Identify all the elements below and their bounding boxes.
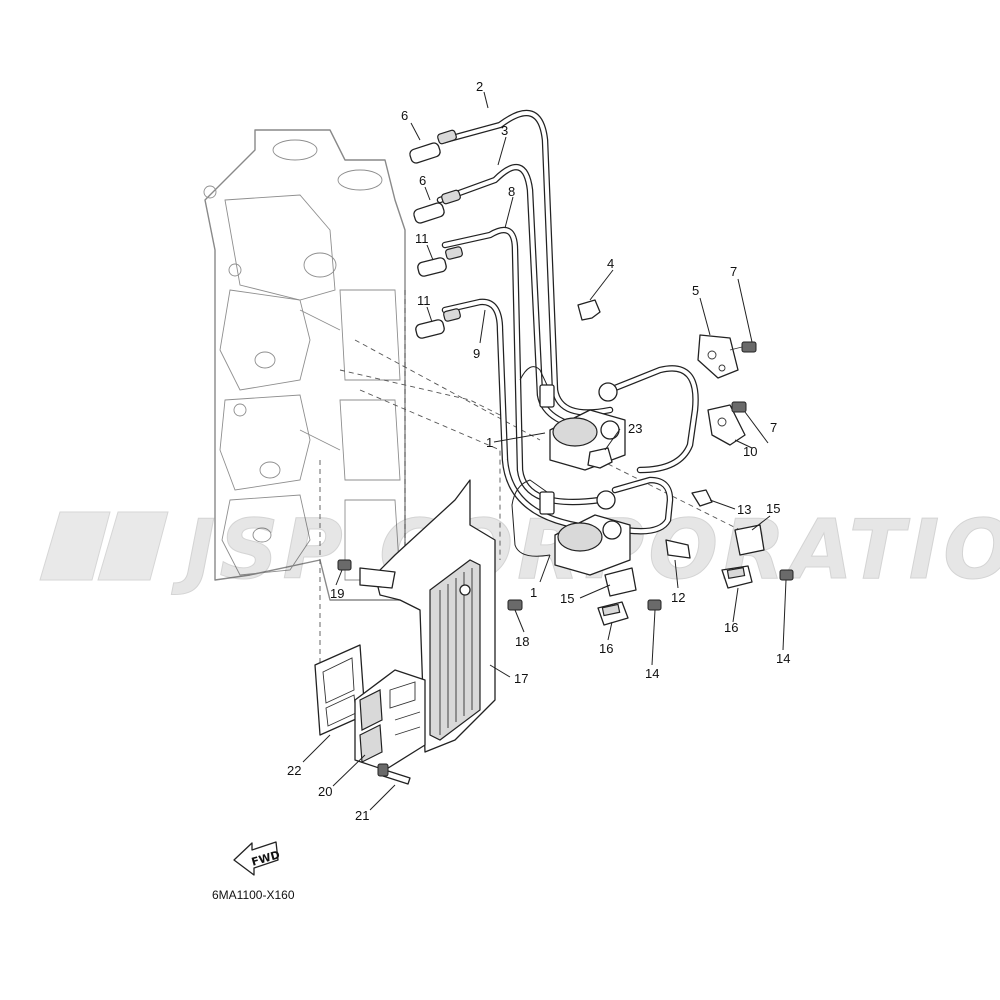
bolt-14-right xyxy=(779,569,794,581)
callout-4: 4 xyxy=(607,256,614,271)
bracket-15-left xyxy=(604,567,637,597)
bolt-19 xyxy=(337,559,396,589)
callout-8: 8 xyxy=(508,184,515,199)
clip-12 xyxy=(665,539,691,559)
engine-block-outline xyxy=(203,129,406,601)
bolt-18 xyxy=(507,599,523,611)
assembly-guide-lines xyxy=(319,290,761,700)
plug-cap-2 xyxy=(413,189,461,224)
callout-12: 12 xyxy=(671,590,685,605)
callout-14: 14 xyxy=(776,651,790,666)
bracket-15-right xyxy=(734,524,765,556)
callout-7: 7 xyxy=(730,264,737,279)
callout-13: 13 xyxy=(737,502,751,517)
bolt-14-left xyxy=(647,599,662,611)
callout-14: 14 xyxy=(645,666,659,681)
callout-16: 16 xyxy=(599,641,613,656)
callout-20: 20 xyxy=(318,784,332,799)
diagram-code: 6MA1100-X160 xyxy=(212,888,295,902)
spark-plug-caps xyxy=(409,129,463,339)
ecm-unit-20 xyxy=(354,669,426,771)
callout-15: 15 xyxy=(766,501,780,516)
callout-6: 6 xyxy=(401,108,408,123)
callout-17: 17 xyxy=(514,671,528,686)
plug-cap-4 xyxy=(415,308,461,339)
callout-23: 23 xyxy=(628,421,642,436)
electrical-cover-17 xyxy=(374,479,496,753)
plug-cap-3 xyxy=(417,246,463,277)
callout-21: 21 xyxy=(355,808,369,823)
clip-23 xyxy=(587,447,613,469)
bolt-21 xyxy=(377,763,411,785)
plug-cap-1 xyxy=(409,129,457,164)
callout-11: 11 xyxy=(415,231,429,246)
callout-7: 7 xyxy=(770,420,777,435)
high-tension-cords xyxy=(436,109,699,535)
bolt-7b xyxy=(731,401,747,413)
holder-16-left xyxy=(597,601,629,626)
watermark: JSP CORPORATION xyxy=(39,503,1000,599)
leader-lines xyxy=(302,91,787,811)
callout-9: 9 xyxy=(473,346,480,361)
cord-holder-5 xyxy=(697,334,739,379)
callout-1: 1 xyxy=(486,435,493,450)
callout-16: 16 xyxy=(724,620,738,635)
callout-2: 2 xyxy=(476,79,483,94)
callouts: 2 6 3 6 8 11 4 7 5 11 9 1 7 10 23 13 15 … xyxy=(287,79,790,823)
callout-15: 15 xyxy=(560,591,574,606)
forward-arrow-icon: FWD xyxy=(233,841,281,876)
bolt-7a xyxy=(729,341,757,353)
callout-3: 3 xyxy=(501,123,508,138)
callout-6: 6 xyxy=(419,173,426,188)
holder-16-right xyxy=(721,565,753,589)
callout-18: 18 xyxy=(515,634,529,649)
callout-11: 11 xyxy=(417,293,431,308)
cord-holder-10 xyxy=(707,404,746,446)
cord-clip-4 xyxy=(577,299,601,321)
callout-5: 5 xyxy=(692,283,699,298)
callout-10: 10 xyxy=(743,444,757,459)
clip-13 xyxy=(691,489,713,507)
callout-19: 19 xyxy=(330,586,344,601)
callout-1: 1 xyxy=(530,585,537,600)
ignition-coil-lower xyxy=(511,479,631,576)
callout-22: 22 xyxy=(287,763,301,778)
